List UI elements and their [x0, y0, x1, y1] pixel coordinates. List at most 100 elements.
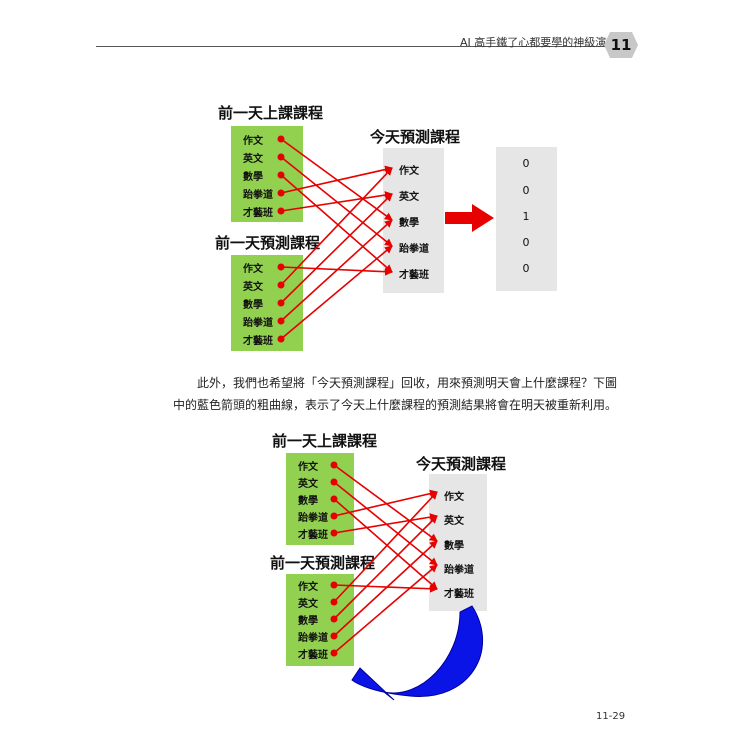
page-number: 11-29	[596, 711, 626, 722]
d2-today-item: 英文	[444, 516, 464, 527]
d1-pred-item: 跆拳道	[243, 318, 273, 329]
d1-connection-arrow	[280, 219, 393, 322]
d1-prev-item: 跆拳道	[243, 190, 273, 201]
d2-prev-item: 數學	[298, 496, 318, 507]
d2-source-dot	[330, 598, 338, 606]
d2-source-dot	[330, 461, 338, 469]
d2-source-dot	[330, 615, 338, 623]
d2-connection-arrow	[333, 464, 438, 542]
d2-today-item: 跆拳道	[444, 565, 474, 576]
d2-connection-arrow	[333, 540, 438, 637]
hexagon-icon	[604, 32, 638, 58]
d1-today-heading: 今天預測課程	[370, 128, 461, 146]
d2-connection-arrow	[333, 498, 438, 590]
d1-prev-heading: 前一天上課課程	[218, 104, 324, 122]
d2-today-heading: 今天預測課程	[416, 455, 507, 473]
d2-pred-item: 才藝班	[298, 650, 328, 661]
header-rule	[96, 46, 612, 47]
d1-connection-arrow	[280, 193, 393, 304]
d2-prev-heading: 前一天上課課程	[272, 432, 378, 450]
d1-source-dot	[277, 171, 285, 179]
d2-source-dot	[330, 512, 338, 520]
d1-pred-item: 英文	[243, 282, 263, 293]
d1-source-dot	[277, 317, 285, 325]
d2-pred-heading: 前一天預測課程	[270, 554, 376, 572]
chapter-badge: 11	[604, 32, 638, 58]
d1-connection-arrow	[280, 167, 393, 286]
d1-connection-arrow	[280, 174, 393, 273]
d1-connection-arrow	[280, 138, 393, 221]
d2-connection-arrow	[333, 584, 438, 593]
d1-prev-item: 數學	[243, 172, 263, 183]
d1-pred-item: 作文	[243, 264, 263, 275]
d2-pred-item: 數學	[298, 616, 318, 627]
d2-pred-item: 跆拳道	[298, 633, 328, 644]
paragraph-line: 此外，我們也希望將「今天預測課程」回收，用來預測明天會上什麼課程？下圖	[197, 376, 618, 390]
d2-today-box: 作文 英文 數學 跆拳道 才藝班	[429, 474, 487, 611]
d1-pred-item: 才藝班	[243, 336, 273, 347]
d1-vector-value: 0	[522, 236, 530, 249]
d1-vector-value: 0	[522, 262, 530, 275]
d2-source-dot	[330, 495, 338, 503]
d1-connection-arrow	[280, 165, 393, 194]
d1-prev-item: 作文	[243, 136, 263, 147]
d2-today-item: 數學	[444, 541, 464, 552]
blue-curved-arrow-icon	[351, 605, 483, 701]
chapter-number: 11	[610, 36, 632, 54]
d2-source-dot	[330, 478, 338, 486]
d1-today-item: 英文	[399, 192, 419, 203]
d1-pred-box: 作文 英文 數學 跆拳道 才藝班	[231, 255, 303, 351]
d1-today-item: 跆拳道	[399, 244, 429, 255]
body-paragraph: 此外，我們也希望將「今天預測課程」回收，用來預測明天會上什麼課程？下圖 中的藍色…	[173, 372, 618, 416]
d1-pred-item: 數學	[243, 300, 263, 311]
d2-connection-arrow	[333, 513, 438, 534]
d1-source-dot	[277, 263, 285, 271]
d1-vector-value: 0	[522, 157, 530, 170]
d2-today-item: 作文	[444, 492, 464, 503]
d1-source-dot	[277, 281, 285, 289]
d1-source-dot	[277, 135, 285, 143]
header-title: AI 高手鐵了心都要學的神級演算法	[460, 36, 629, 49]
paragraph-line: 中的藍色箭頭的粗曲線，表示了今天上什麼課程的預測結果將會在明天被重新利用。	[173, 398, 618, 412]
d2-connection-arrow	[333, 564, 438, 654]
d2-prev-item: 英文	[298, 479, 318, 490]
d2-pred-item: 作文	[298, 582, 318, 593]
d1-source-dot	[277, 335, 285, 343]
d1-vector-box: 0 0 1 0 0	[496, 147, 557, 291]
d2-prev-box: 作文 英文 數學 跆拳道 才藝班	[286, 453, 354, 545]
d2-connection-arrow	[333, 491, 438, 603]
d2-pred-item: 英文	[298, 599, 318, 610]
d2-arrows	[330, 461, 438, 657]
d2-pred-box: 作文 英文 數學 跆拳道 才藝班	[286, 574, 354, 666]
d2-connection-arrow	[333, 481, 438, 566]
d2-prev-item: 作文	[298, 462, 318, 473]
d2-prev-item: 才藝班	[298, 530, 328, 541]
d2-source-dot	[330, 649, 338, 657]
d1-source-dot	[277, 207, 285, 215]
forward-arrow-icon	[445, 204, 494, 232]
d1-vector-value: 0	[522, 184, 530, 197]
d2-source-dot	[330, 529, 338, 537]
d1-today-item: 作文	[399, 166, 419, 177]
d1-today-item: 才藝班	[399, 270, 429, 281]
d1-connection-arrow	[280, 156, 393, 247]
d1-prev-item: 英文	[243, 154, 263, 165]
d1-connection-arrow	[280, 191, 393, 212]
d1-today-item: 數學	[399, 218, 419, 229]
d2-connection-arrow	[333, 489, 438, 517]
d2-source-dot	[330, 581, 338, 589]
d1-prev-item: 才藝班	[243, 208, 273, 219]
d1-pred-heading: 前一天預測課程	[215, 234, 321, 252]
d1-vector-value: 1	[522, 210, 530, 223]
d2-connection-arrow	[333, 515, 438, 620]
d2-prev-item: 跆拳道	[298, 513, 328, 524]
d2-today-item: 才藝班	[444, 589, 474, 600]
d1-source-dot	[277, 153, 285, 161]
d1-source-dot	[277, 299, 285, 307]
d1-arrows	[277, 135, 393, 343]
d1-source-dot	[277, 189, 285, 197]
d1-today-box: 作文 英文 數學 跆拳道 才藝班	[383, 148, 444, 293]
page-header: AI 高手鐵了心都要學的神級演算法 11	[0, 0, 750, 70]
d2-source-dot	[330, 632, 338, 640]
